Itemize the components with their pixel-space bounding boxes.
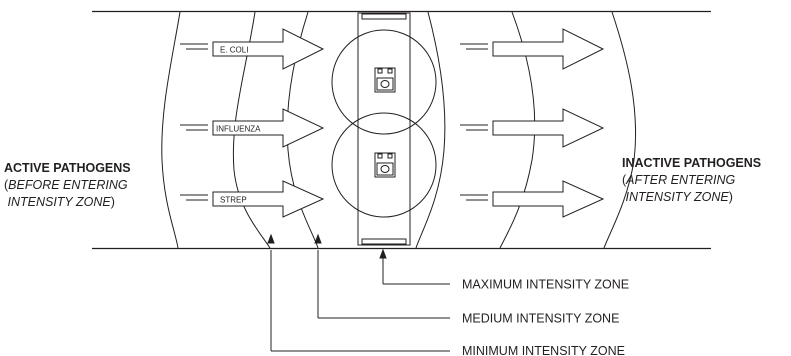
medium-zone-leader — [314, 233, 450, 319]
after-entering-text: AFTER ENTERING — [626, 173, 736, 187]
motion-lines-outbound — [460, 43, 488, 201]
active-pathogens-title: ACTIVE PATHOGENS — [4, 161, 131, 175]
minimum-zone-boundary-right — [603, 11, 637, 249]
minimum-zone-boundary-left — [161, 11, 181, 249]
ecoli-arrow — [212, 28, 325, 70]
close-paren: ) — [110, 195, 115, 209]
inactive-pathogens-label: INACTIVE PATHOGENS (AFTER ENTERING INTEN… — [622, 155, 791, 206]
lamp-bottom-cap — [361, 238, 407, 245]
close-paren: ) — [728, 190, 733, 204]
medium-zone-label: MEDIUM INTENSITY ZONE — [462, 312, 619, 326]
ecoli-label: E. COLI — [220, 46, 248, 55]
influenza-label: INFLUENZA — [216, 125, 261, 134]
intensity-zone-text: INTENSITY ZONE — [625, 190, 729, 204]
outbound-arrow-top — [492, 28, 605, 70]
influenza-arrow — [212, 108, 325, 148]
open-paren: ( — [622, 173, 627, 187]
active-pathogens-label: ACTIVE PATHOGENS (BEFORE ENTERING INTENS… — [4, 160, 164, 211]
uv-lamp-housing — [357, 12, 411, 246]
lamp-intensity-circle-bottom — [331, 112, 437, 218]
maximum-zone-boundary-right — [415, 11, 446, 249]
minimum-zone-label: MINIMUM INTENSITY ZONE — [462, 344, 625, 356]
maximum-zone-leader — [379, 248, 450, 285]
strep-arrow — [212, 180, 325, 218]
open-paren: ( — [4, 178, 9, 192]
inactive-pathogens-title: INACTIVE PATHOGENS — [622, 156, 762, 170]
intensity-zone-text: INTENSITY ZONE — [7, 195, 111, 209]
active-pathogens-subtitle-line2: INTENSITY ZONE) — [4, 194, 164, 211]
before-entering-text: BEFORE ENTERING — [8, 178, 128, 192]
lamp-socket-bottom-icon — [374, 152, 396, 178]
motion-lines-inbound — [180, 43, 208, 201]
maximum-zone-label: MAXIMUM INTENSITY ZONE — [462, 278, 629, 292]
strep-label: STREP — [220, 196, 247, 205]
inactive-pathogens-subtitle-line2: INTENSITY ZONE) — [622, 189, 791, 206]
active-pathogens-subtitle-line1: (BEFORE ENTERING — [4, 177, 164, 194]
lamp-top-cap — [361, 13, 407, 20]
lamp-intensity-circle-top — [331, 29, 437, 135]
minimum-zone-leader — [267, 233, 450, 352]
outbound-arrow-middle — [492, 108, 605, 148]
lamp-socket-top-icon — [374, 67, 396, 93]
inactive-pathogens-subtitle-line1: (AFTER ENTERING — [622, 172, 791, 189]
outbound-arrow-bottom — [492, 180, 605, 218]
medium-zone-boundary-left — [232, 11, 271, 249]
